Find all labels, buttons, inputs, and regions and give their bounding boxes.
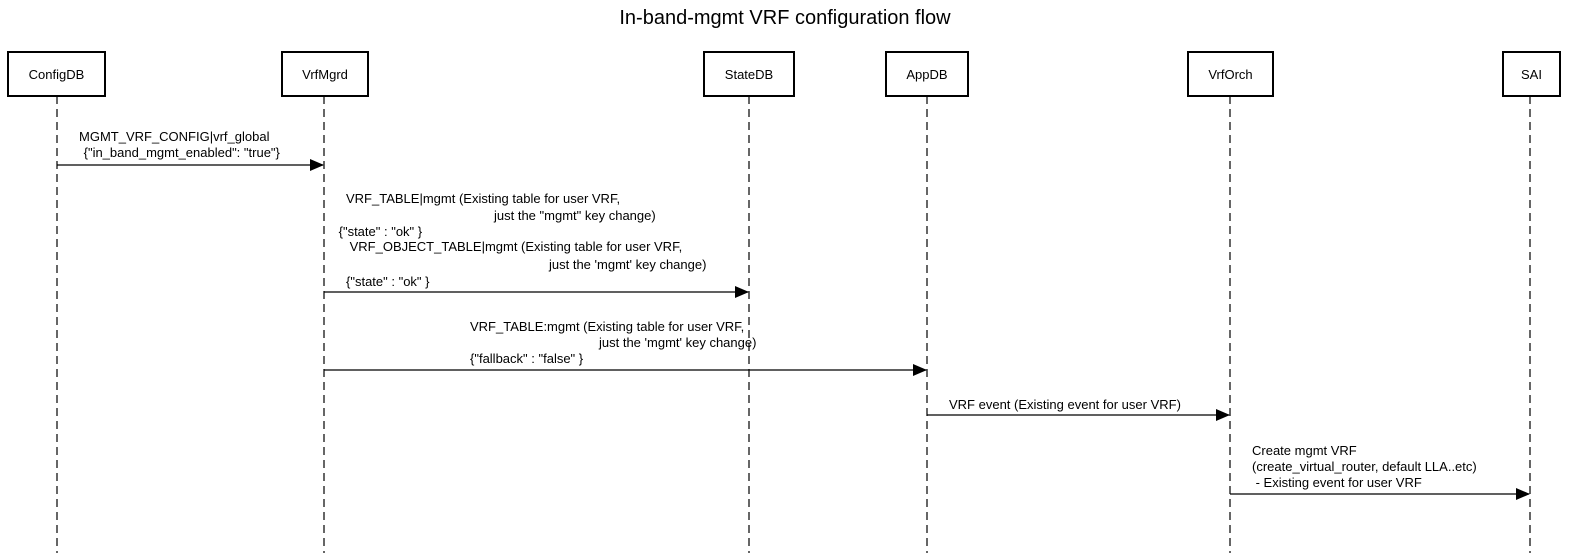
message-label: Create mgmt VRF — [1252, 443, 1357, 458]
message-label: (create_virtual_router, default LLA..etc… — [1252, 459, 1477, 474]
message-label: {"state" : "ok" } — [346, 274, 430, 289]
actor-vrfmgrd: VrfMgrd — [281, 51, 369, 97]
diagram-title: In-band-mgmt VRF configuration flow — [619, 7, 951, 29]
message-label: just the "mgmt" key change) — [493, 208, 656, 223]
message-label: - Existing event for user VRF — [1252, 475, 1422, 490]
message-appdb-to-vrforch: VRF event (Existing event for user VRF) — [927, 397, 1230, 421]
actor-appdb: AppDB — [885, 51, 969, 97]
message-label: VRF_OBJECT_TABLE|mgmt (Existing table fo… — [346, 239, 682, 254]
lifelines — [56, 96, 1531, 553]
message-label: just the 'mgmt' key change) — [598, 335, 756, 350]
actor-label: AppDB — [906, 67, 947, 82]
message-label: MGMT_VRF_CONFIG|vrf_global — [79, 129, 270, 144]
actor-label: VrfOrch — [1208, 67, 1252, 82]
message-label: just the 'mgmt' key change) — [548, 257, 706, 272]
message-vrfmgrd-to-statedb: VRF_TABLE|mgmt (Existing table for user … — [324, 191, 749, 298]
message-label: VRF_TABLE|mgmt (Existing table for user … — [346, 191, 620, 206]
actor-label: StateDB — [725, 67, 773, 82]
actor-statedb: StateDB — [703, 51, 795, 97]
actor-sai: SAI — [1502, 51, 1561, 97]
actor-label: ConfigDB — [29, 67, 85, 82]
actor-vrforch: VrfOrch — [1187, 51, 1274, 97]
message-vrforch-to-sai: Create mgmt VRF (create_virtual_router, … — [1230, 443, 1530, 500]
message-label: {"state" : "ok" } — [335, 224, 423, 239]
actor-configdb: ConfigDB — [7, 51, 106, 97]
message-label: VRF_TABLE:mgmt (Existing table for user … — [470, 319, 744, 334]
message-configdb-to-vrfmgrd: MGMT_VRF_CONFIG|vrf_global {"in_band_mgm… — [57, 129, 324, 171]
message-vrfmgrd-to-appdb: VRF_TABLE:mgmt (Existing table for user … — [324, 319, 927, 376]
actor-label: VrfMgrd — [302, 67, 348, 82]
message-label: VRF event (Existing event for user VRF) — [949, 397, 1181, 412]
actor-label: SAI — [1521, 67, 1542, 82]
message-label: {"in_band_mgmt_enabled": "true"} — [80, 145, 281, 160]
message-label: {"fallback" : "false" } — [470, 351, 584, 366]
